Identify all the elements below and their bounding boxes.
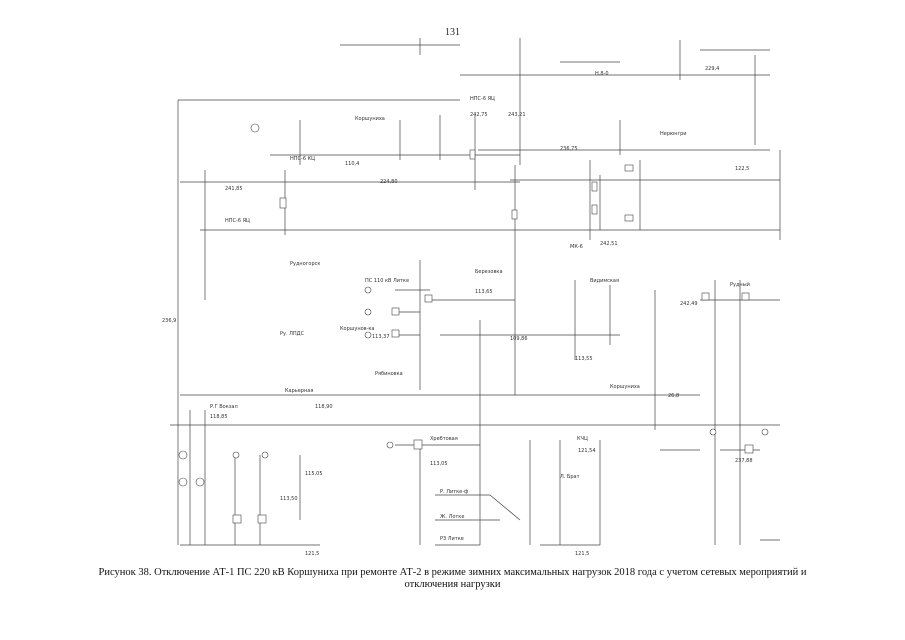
breaker-symbol xyxy=(591,181,598,192)
voltage-label: 113,50 xyxy=(280,496,298,502)
figure-caption: Рисунок 38. Отключение АТ-1 ПС 220 кВ Ко… xyxy=(60,567,845,591)
node-label: МК-6 xyxy=(570,244,583,250)
voltage-label: 121,5 xyxy=(305,551,319,557)
node-label: НПС-6 КЦ xyxy=(290,156,315,162)
breaker-symbol xyxy=(624,164,634,172)
transformer-symbol xyxy=(178,450,188,460)
breaker-symbol xyxy=(701,292,710,301)
node-label: Рябиновка xyxy=(375,371,403,377)
breaker-symbol xyxy=(624,214,634,222)
transformer-symbol xyxy=(178,477,188,487)
voltage-label: 113,55 xyxy=(575,356,593,362)
node-label: Л. Брат xyxy=(560,474,580,480)
breaker-symbol xyxy=(511,209,518,220)
transformer-symbol xyxy=(709,428,717,436)
page-number: 131 xyxy=(445,27,460,38)
breaker-symbol xyxy=(413,439,423,450)
voltage-label: 113,65 xyxy=(475,289,493,295)
voltage-label: 121,54 xyxy=(578,448,596,454)
voltage-label: 229,4 xyxy=(705,66,719,72)
generator-symbol xyxy=(364,331,372,339)
voltage-label: 113,37 xyxy=(372,334,390,340)
breaker-symbol xyxy=(279,197,287,209)
caption-line-1: Рисунок 38. Отключение АТ-1 ПС 220 кВ Ко… xyxy=(98,567,807,578)
voltage-label: 121,5 xyxy=(575,551,589,557)
caption-line-2: отключения нагрузки xyxy=(404,579,501,590)
node-label: Ру. ЛПДС xyxy=(280,331,305,337)
node-label: Карьерная xyxy=(285,388,313,394)
voltage-label: 113,05 xyxy=(430,461,448,467)
node-label: Нерюнгри xyxy=(660,131,687,137)
node-label: Р.Г Вокзал xyxy=(210,404,238,410)
voltage-label: 110,4 xyxy=(345,161,359,167)
transformer-symbol xyxy=(261,451,269,459)
breaker-symbol xyxy=(391,307,400,316)
node-label: ПС 110 кВ Литке xyxy=(365,278,409,284)
generator-symbol xyxy=(386,441,394,449)
breaker-symbol xyxy=(469,149,476,160)
voltage-label: 122,5 xyxy=(735,166,749,172)
transformer-symbol xyxy=(232,451,240,459)
schematic-labels: Коршуниха НПС-6 КЦ НПС-6 ЯЦ НПС-6 ЯЦ 242… xyxy=(162,66,753,557)
node-label: Хребтовая xyxy=(430,436,458,442)
voltage-label: 242,49 xyxy=(680,301,698,307)
voltage-label: 118,90 xyxy=(315,404,333,410)
voltage-label: 242,51 xyxy=(600,241,618,247)
node-label: Коршунов-ка xyxy=(340,326,374,332)
voltage-label: 224,80 xyxy=(380,179,398,185)
breaker-symbol xyxy=(591,204,598,215)
breaker-symbol xyxy=(424,294,433,303)
transformer-symbol xyxy=(195,477,205,487)
voltage-label: 115,05 xyxy=(305,471,323,477)
generator-symbol xyxy=(364,308,372,316)
breaker-symbol xyxy=(744,444,754,454)
voltage-label: 242,75 xyxy=(470,112,488,118)
transformer-symbol xyxy=(250,123,260,133)
node-label: НПС-6 ЯЦ xyxy=(470,96,495,102)
voltage-label: 109,86 xyxy=(510,336,528,342)
voltage-label: 237,88 xyxy=(735,458,753,464)
breaker-symbol xyxy=(391,329,400,338)
node-label: Рудногорск xyxy=(290,261,320,267)
generator-symbol xyxy=(364,286,372,294)
node-label: НПС-6 ЯЦ xyxy=(225,218,250,224)
voltage-label: 118,85 xyxy=(210,414,228,420)
node-label: Ж. Лотке xyxy=(440,514,464,520)
breaker-symbol xyxy=(232,514,242,524)
equipment-symbols xyxy=(178,123,769,524)
breaker-symbol xyxy=(257,514,267,524)
node-label: Коршуниха xyxy=(610,384,640,390)
voltage-label: 236,75 xyxy=(560,146,578,152)
breaker-symbol xyxy=(741,292,750,301)
voltage-label: 243,21 xyxy=(508,112,526,118)
node-label: Березовка xyxy=(475,269,503,275)
node-label: Рудный xyxy=(730,281,750,288)
voltage-label: 241,85 xyxy=(225,186,243,192)
voltage-label: 26,8 xyxy=(668,393,679,399)
voltage-label: 236,9 xyxy=(162,318,176,324)
node-label: Видимская xyxy=(590,278,619,284)
node-label: Р. Литке-ф xyxy=(440,489,468,495)
node-label: Коршуниха xyxy=(355,116,385,122)
network-lines xyxy=(170,38,781,546)
transformer-symbol xyxy=(761,428,769,436)
node-label: Н,8-0 xyxy=(595,71,609,77)
node-label: КЧЦ xyxy=(577,436,588,442)
node-label: Р3 Литке xyxy=(440,536,464,542)
